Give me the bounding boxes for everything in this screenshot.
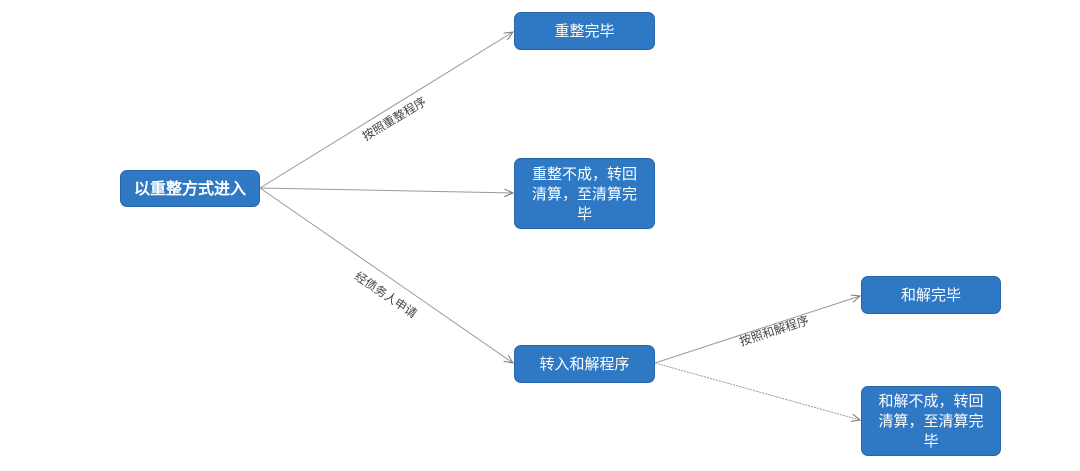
node-to-settlement[interactable]: 转入和解程序 bbox=[514, 345, 655, 383]
node-reorg-done[interactable]: 重整完毕 bbox=[514, 12, 655, 50]
edge-start-reorg-done bbox=[259, 32, 513, 189]
edge-settlement-done bbox=[654, 296, 860, 364]
edge-start-reorg-fail bbox=[259, 187, 513, 193]
edge-start-settlement bbox=[259, 187, 513, 363]
node-settlement-done[interactable]: 和解完毕 bbox=[861, 276, 1001, 314]
edge-settlement-fail bbox=[654, 362, 860, 420]
node-reorg-fail[interactable]: 重整不成，转回清算，至清算完毕 bbox=[514, 158, 655, 229]
node-settlement-fail[interactable]: 和解不成，转回清算，至清算完毕 bbox=[861, 386, 1001, 456]
node-start[interactable]: 以重整方式进入 bbox=[120, 170, 260, 207]
